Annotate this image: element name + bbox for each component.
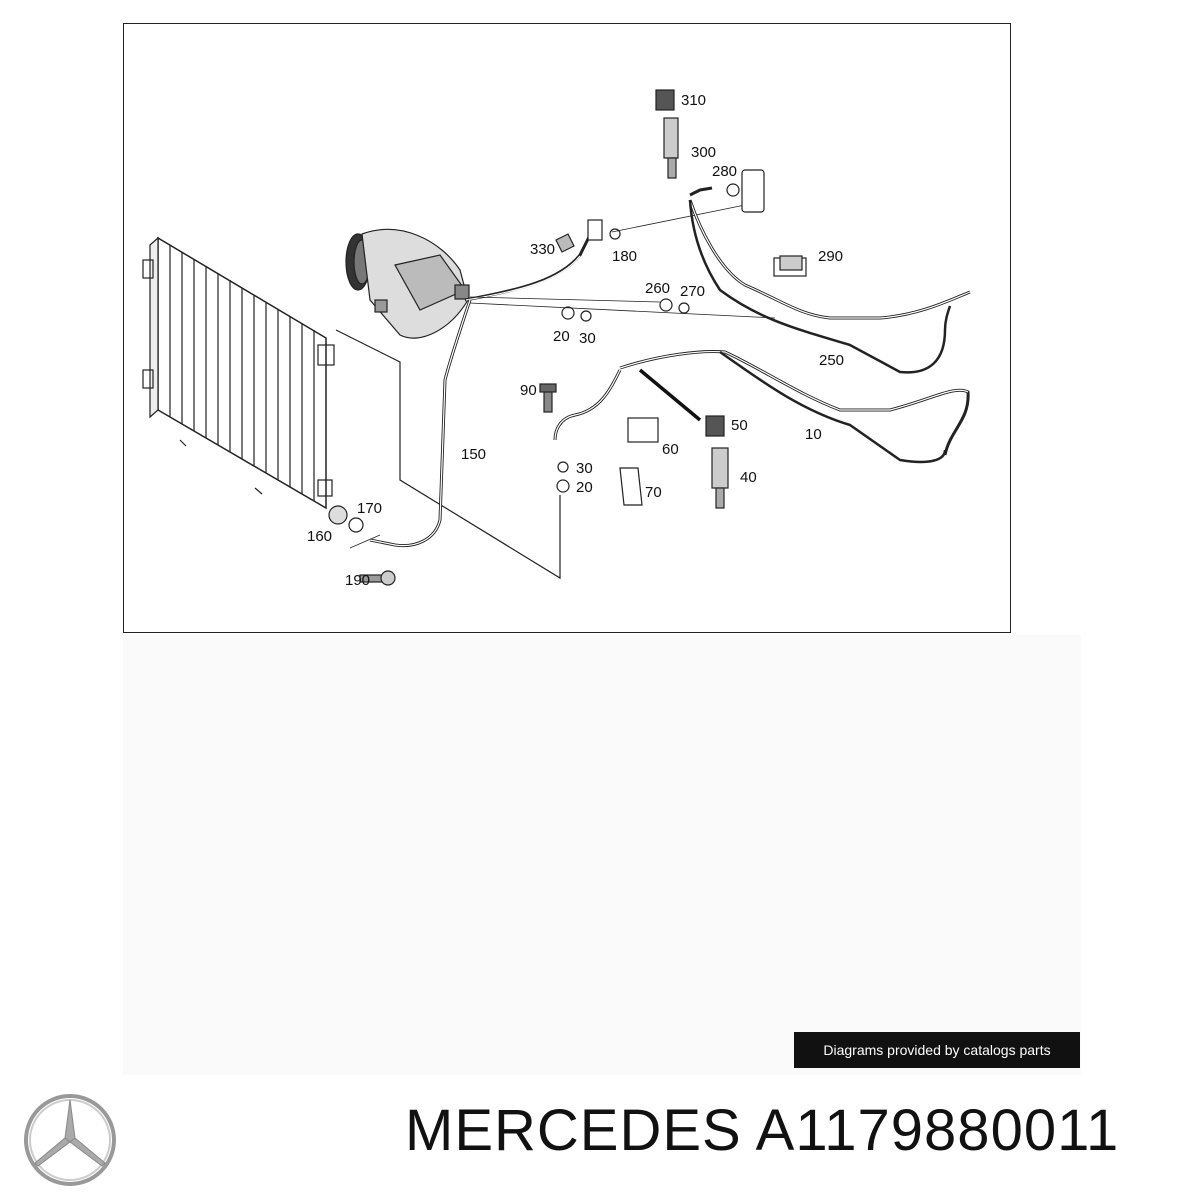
callout-190: 190	[345, 572, 370, 589]
callout-330: 330	[530, 241, 555, 258]
callout-20: 20	[553, 328, 570, 345]
callout-60: 60	[662, 441, 679, 458]
callout-40: 40	[740, 469, 757, 486]
callout-150: 150	[461, 446, 486, 463]
condenser	[142, 236, 561, 580]
callout-280: 280	[712, 163, 737, 180]
credit-badge: Diagrams provided by catalogs parts	[794, 1032, 1080, 1068]
callout-50: 50	[731, 417, 748, 434]
callout-270: 270	[680, 283, 705, 300]
part-title: MERCEDES A1179880011	[405, 1102, 1119, 1160]
part-number: A1179880011	[755, 1098, 1120, 1163]
parts-diagram: 310 300 280 330 180 290 260 270 20 30 25…	[142, 89, 971, 589]
callout-30: 30	[579, 330, 596, 347]
background-panel	[123, 635, 1081, 1075]
callout-70: 70	[645, 484, 662, 501]
callout-310: 310	[681, 92, 706, 109]
mercedes-star-icon	[24, 1094, 116, 1186]
callout-290: 290	[818, 248, 843, 265]
brand-name: MERCEDES	[405, 1098, 742, 1163]
callout-30b: 30	[576, 460, 593, 477]
compressor	[345, 228, 470, 339]
callout-20b: 20	[576, 479, 593, 496]
callout-260: 260	[645, 280, 670, 297]
callout-250: 250	[819, 352, 844, 369]
callout-10: 10	[805, 426, 822, 443]
callout-90: 90	[520, 382, 537, 399]
callout-160: 160	[307, 528, 332, 545]
callout-170: 170	[357, 500, 382, 517]
callout-300: 300	[691, 144, 716, 161]
callout-180: 180	[612, 248, 637, 265]
